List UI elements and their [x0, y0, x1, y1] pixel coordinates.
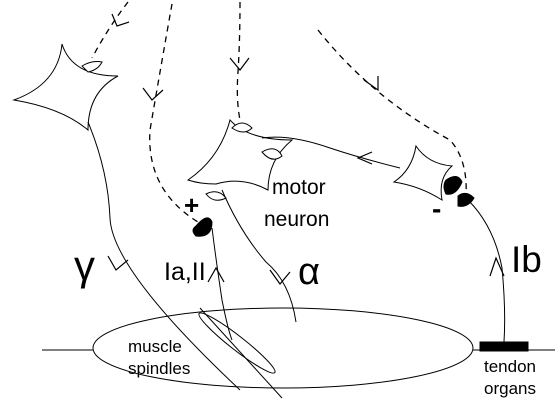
descending-fiber-gamma [92, 2, 128, 58]
arrow-ia-ii [208, 268, 224, 282]
motor-neuron-label-line2: neuron [264, 208, 329, 231]
arrow-desc-1 [143, 88, 163, 100]
gamma-neuron-soma [14, 44, 118, 130]
gamma-label: γ [74, 242, 95, 289]
inhibitory-minus-sign: - [432, 193, 441, 224]
arrow-desc-3 [364, 76, 378, 90]
tendon-organ-marker [480, 342, 528, 351]
muscle-spindles-label-line1: muscle [128, 337, 182, 356]
arrow-desc-gamma [112, 14, 129, 26]
arrow-desc-2 [230, 58, 249, 70]
ib-interneuron-soma [394, 146, 452, 200]
descending-fiber-2 [237, 2, 240, 120]
tendon-organs-label-line1: tendon [484, 357, 536, 376]
arrow-gamma [108, 256, 128, 270]
alpha-label: α [298, 251, 320, 293]
ia-ii-label: Ia,II [164, 258, 206, 286]
interneuron-bouton-1 [444, 176, 462, 194]
ib-label: Ib [511, 239, 542, 280]
tendon-organs-label-line2: organs [484, 379, 536, 398]
arrow-interneuron [358, 152, 372, 164]
ib-afferent [468, 200, 505, 342]
motor-neuron-label-line1: motor [272, 176, 326, 199]
muscle-spindles-label-line2: spindles [128, 359, 190, 378]
excitatory-plus-sign: + [184, 190, 199, 220]
